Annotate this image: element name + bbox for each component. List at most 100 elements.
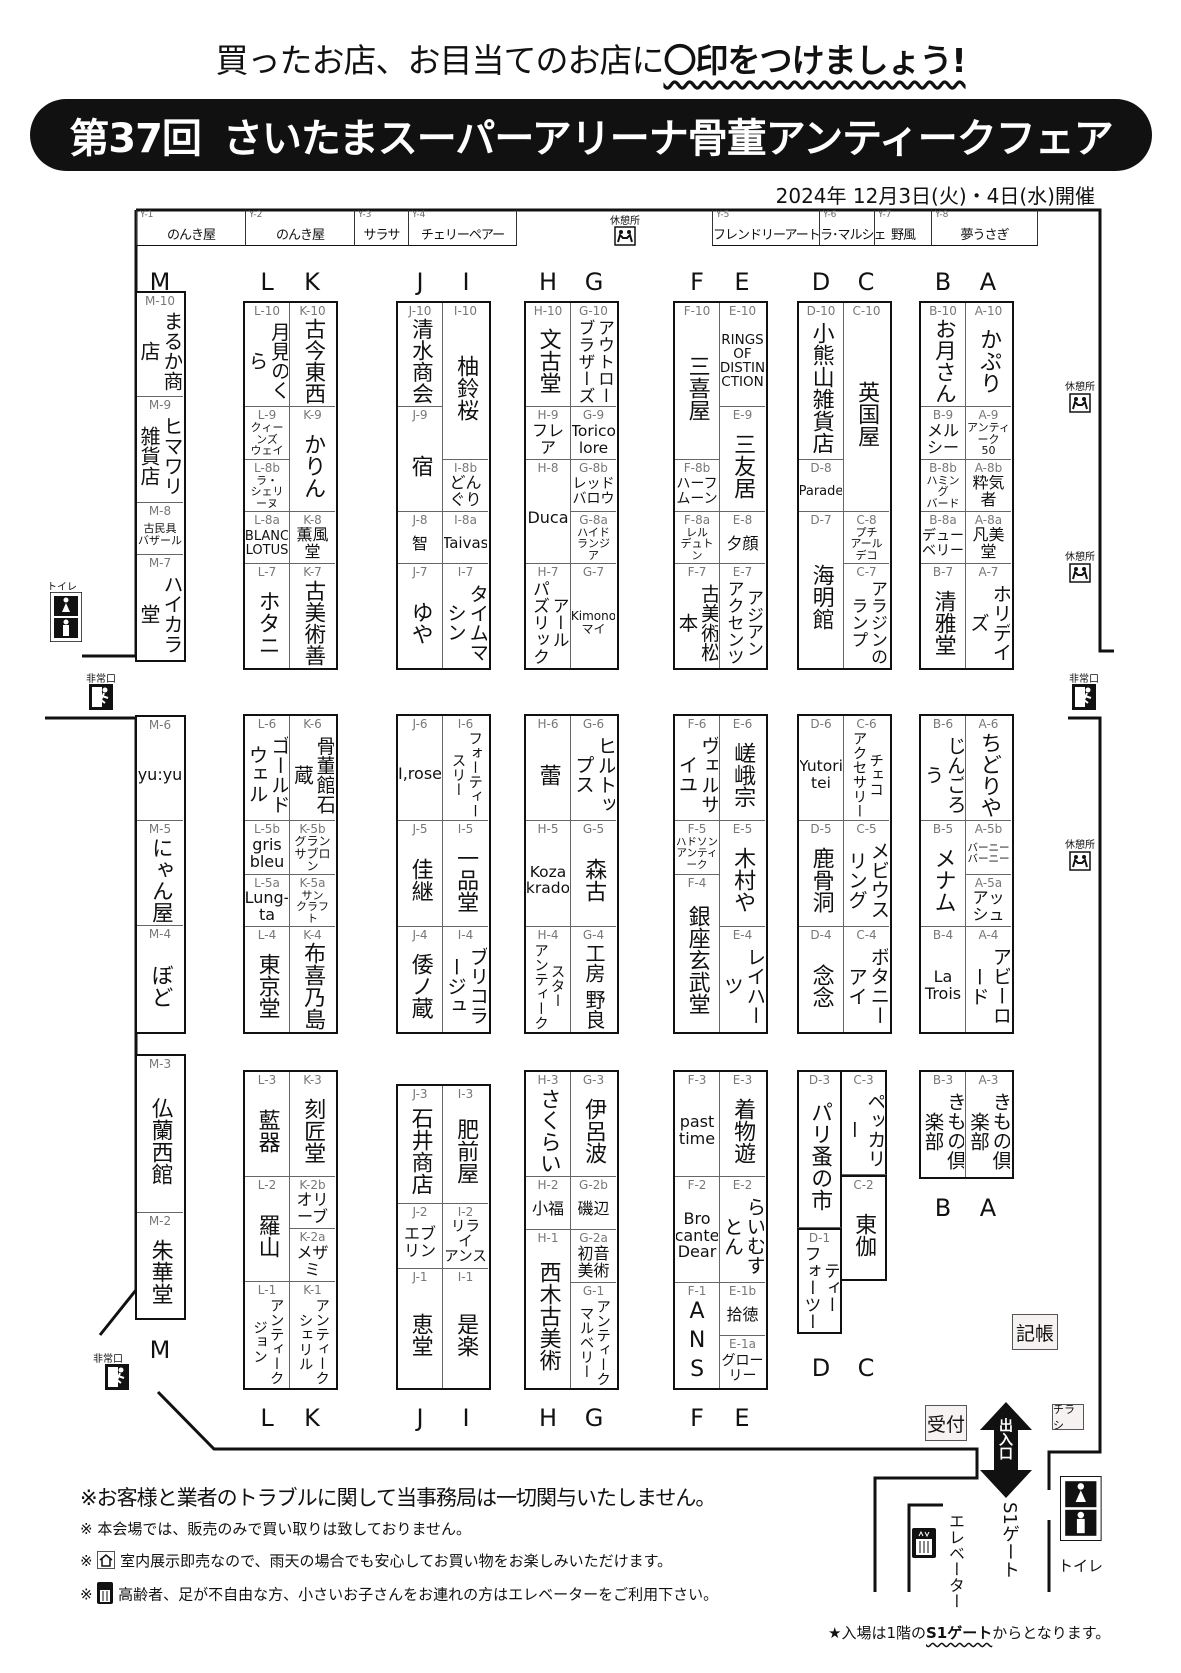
booth[interactable]: E-8夕顔 — [720, 512, 765, 564]
booth[interactable]: K-10古今東西 — [290, 303, 335, 407]
booth[interactable]: G-6ヒルトップス — [571, 716, 616, 821]
booth[interactable]: H-7アール パズリック — [526, 564, 571, 668]
booth[interactable]: I-3肥前屋 — [443, 1086, 488, 1204]
booth[interactable]: I-8bどんぐり — [443, 460, 488, 512]
booth[interactable]: H-6蕾 — [526, 716, 571, 821]
booth[interactable]: G-5森古 — [571, 821, 616, 927]
booth[interactable]: E-3着物遊 — [720, 1072, 765, 1177]
booth[interactable]: H-1西木古美術 — [526, 1230, 571, 1388]
booth[interactable]: J-7ゆや — [398, 564, 443, 668]
booth[interactable]: B-3きもの倶楽部 — [921, 1072, 966, 1177]
booth[interactable]: F-10三喜屋 — [675, 303, 720, 460]
booth[interactable]: E-6嵯峨宗 — [720, 716, 765, 821]
booth[interactable]: J-9宿 — [398, 407, 443, 512]
booth[interactable]: B-6じんごろう — [921, 716, 966, 821]
booth[interactable]: M-5にゃん屋 — [137, 821, 183, 926]
booth[interactable]: F-6ヴェルサイユ — [675, 716, 720, 821]
booth[interactable]: M-10まるか商店 — [137, 293, 183, 397]
wall-booth[interactable]: Y-1のんき屋 — [136, 210, 246, 246]
booth[interactable]: A-10かぷり — [966, 303, 1011, 407]
booth[interactable]: M-7ハイカラ堂 — [137, 555, 183, 660]
booth[interactable]: E-10RINGS OF DISTIN CTION — [720, 303, 765, 407]
booth[interactable]: E-5木村や — [720, 821, 765, 927]
booth[interactable]: D-3パリ蚤の市 — [797, 1070, 842, 1228]
booth[interactable]: B-7清雅堂 — [921, 564, 966, 668]
wall-booth[interactable]: Y-8夢うさぎ — [932, 210, 1038, 246]
booth[interactable]: B-5メナム — [921, 821, 966, 927]
booth[interactable]: E-4レイハーツ — [720, 927, 765, 1032]
booth[interactable]: D-5鹿骨洞 — [799, 821, 844, 927]
booth[interactable]: I-8aTaivas — [443, 512, 488, 564]
booth[interactable]: D-8Parade — [799, 460, 844, 512]
booth[interactable]: J-3石井商店 — [398, 1086, 443, 1204]
booth[interactable]: B-10お月さん — [921, 303, 966, 407]
booth[interactable]: H-2小福 — [526, 1177, 571, 1230]
booth[interactable]: M-4ぼど — [137, 926, 183, 1032]
booth[interactable]: A-7ホリデイズ — [966, 564, 1011, 668]
booth[interactable]: G-8bレッド バロウ — [571, 460, 616, 512]
booth[interactable]: A-8b粋気者 — [966, 460, 1011, 512]
booth[interactable]: B-4La Trois — [921, 927, 966, 1032]
booth[interactable]: L-5bgris bleu — [245, 821, 290, 875]
booth[interactable]: F-4銀座玄武堂 — [675, 875, 720, 1032]
wall-booth[interactable]: Y-4チェリーペアー — [409, 210, 517, 246]
booth[interactable]: J-6I,rose — [398, 716, 443, 821]
booth[interactable]: L-4東京堂 — [245, 927, 290, 1032]
booth[interactable]: F-5ハドソン アンティーク — [675, 821, 720, 875]
booth[interactable]: L-10月見のくら — [245, 303, 290, 407]
booth[interactable]: K-6骨董館石蔵 — [290, 716, 335, 821]
booth[interactable]: K-2bオリーブ — [290, 1177, 335, 1229]
booth[interactable]: D-4念念 — [799, 927, 844, 1032]
booth[interactable]: A-5aアッシュ — [966, 875, 1011, 927]
booth[interactable]: F-8aレル デュトン — [675, 512, 720, 564]
booth[interactable]: F-7古美術松本 — [675, 564, 720, 668]
booth[interactable]: I-4ブリコラージュ — [443, 927, 488, 1032]
wall-booth[interactable]: Y-2のんき屋 — [246, 210, 355, 246]
booth[interactable]: F-8bハーフ ムーン — [675, 460, 720, 512]
booth[interactable]: B-8aデュー ベリー — [921, 512, 966, 564]
booth[interactable]: K-9かりん — [290, 407, 335, 512]
booth[interactable]: C-6チェコ アクセサリー — [844, 716, 889, 821]
booth[interactable]: L-9クィーンズ ウェイ — [245, 407, 290, 460]
booth[interactable]: D-10小熊山雑貨店 — [799, 303, 844, 460]
booth[interactable]: D-1ティー フォーツー — [797, 1228, 842, 1334]
booth[interactable]: C-7アラジンの ランプ — [844, 564, 889, 668]
booth[interactable]: C-5メビウス リング — [844, 821, 889, 927]
booth[interactable]: L-8aBLANC LOTUS — [245, 512, 290, 564]
booth[interactable]: K-3刻匠堂 — [290, 1072, 335, 1177]
wall-booth[interactable]: Y-5フレンドリーアート — [712, 210, 821, 246]
booth[interactable]: M-2朱華堂 — [137, 1213, 183, 1318]
booth[interactable]: H-4スター アンティーク — [526, 927, 571, 1032]
booth[interactable]: G-1アンティーク マルベリー — [571, 1283, 616, 1388]
booth[interactable]: C-3ペッカリー — [842, 1070, 887, 1175]
booth[interactable]: K-7古美術善 — [290, 564, 335, 668]
booth[interactable]: M-6yu:yu — [137, 717, 183, 821]
booth[interactable]: A-3きもの倶楽部 — [966, 1072, 1011, 1177]
booth[interactable]: G-9Torico lore — [571, 407, 616, 460]
booth[interactable]: J-2エブリン — [398, 1204, 443, 1269]
booth[interactable]: C-2東伽 — [842, 1175, 887, 1281]
booth[interactable]: J-4倭ノ蔵 — [398, 927, 443, 1032]
booth[interactable]: F-2Bro cante Dear — [675, 1177, 720, 1283]
booth[interactable]: G-4工房 野良 — [571, 927, 616, 1032]
booth[interactable]: A-8a凡美堂 — [966, 512, 1011, 564]
booth[interactable]: G-10アウトロー ブラザーズ — [571, 303, 616, 407]
booth[interactable]: C-8プチ アールデコ — [844, 512, 889, 564]
booth[interactable]: H-8Duca — [526, 460, 571, 564]
booth[interactable]: K-2aメザミ — [290, 1229, 335, 1282]
booth[interactable]: G-3伊呂波 — [571, 1072, 616, 1177]
booth[interactable]: K-8薫風堂 — [290, 512, 335, 564]
booth[interactable]: D-7海明館 — [799, 512, 844, 668]
booth[interactable]: E-1aグローリー — [720, 1336, 765, 1388]
wall-booth[interactable]: Y-3サラサ — [355, 210, 409, 246]
booth[interactable]: I-2リライ アンス — [443, 1204, 488, 1269]
booth[interactable]: B-8bハミング バード — [921, 460, 966, 512]
booth[interactable]: C-4ボタニーアイ — [844, 927, 889, 1032]
booth[interactable]: B-9メルシー — [921, 407, 966, 460]
wall-booth[interactable]: Y-7野風 — [875, 210, 932, 246]
booth[interactable]: L-6ゴールド ウェル — [245, 716, 290, 821]
booth[interactable]: C-10英国屋 — [844, 303, 889, 512]
booth[interactable]: L-2羅山 — [245, 1177, 290, 1282]
booth[interactable]: I-5一品堂 — [443, 821, 488, 927]
booth[interactable]: G-7Kimono マイ — [571, 564, 616, 668]
